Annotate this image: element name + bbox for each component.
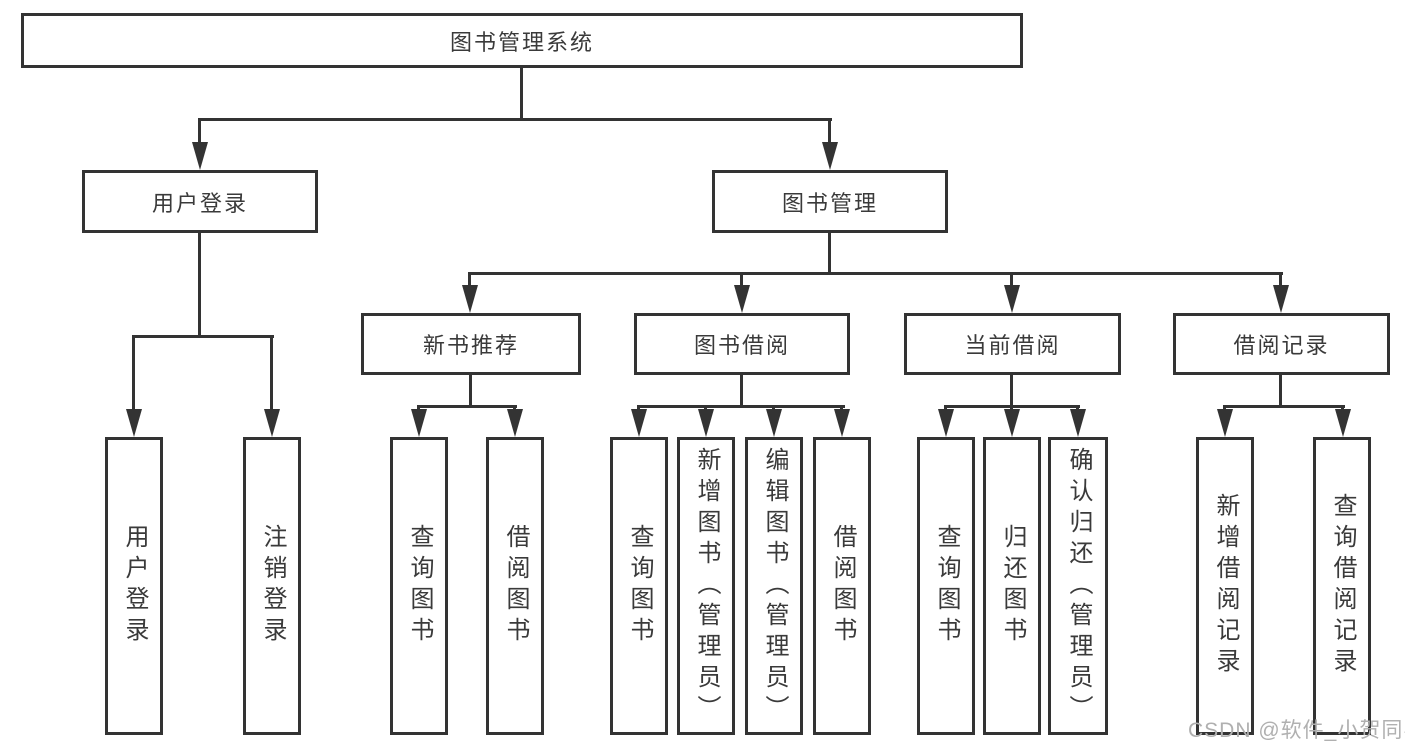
node-current-borrow: 当前借阅 <box>904 313 1121 375</box>
connector-drop <box>1279 272 1282 290</box>
arrow-down-icon <box>1070 409 1086 437</box>
arrow-down-icon <box>834 409 850 437</box>
connector-drop-book <box>828 118 831 146</box>
node-root-library-system: 图书管理系统 <box>21 13 1023 68</box>
leaf-confirm-return-admin: 确认归还（管理员） <box>1048 437 1108 735</box>
arrow-down-icon <box>192 142 208 170</box>
connector-stem <box>469 375 472 407</box>
arrow-down-icon <box>1004 409 1020 437</box>
connector-drop <box>740 272 743 290</box>
connector-user-stem <box>198 233 201 337</box>
arrow-down-icon <box>126 409 142 437</box>
arrow-down-icon <box>1273 285 1289 313</box>
connector-drop <box>468 272 471 290</box>
arrow-down-icon <box>734 285 750 313</box>
arrow-down-icon <box>766 409 782 437</box>
connector-branch <box>417 405 517 408</box>
connector-drop <box>1010 272 1013 290</box>
leaf-edit-book-admin: 编辑图书（管理员） <box>745 437 803 735</box>
leaf-query-book-2: 查询图书 <box>610 437 668 735</box>
connector-book-stem <box>828 233 831 274</box>
leaf-add-book-admin: 新增图书（管理员） <box>677 437 735 735</box>
leaf-add-borrow-record: 新增借阅记录 <box>1196 437 1254 735</box>
node-user-login-group: 用户登录 <box>82 170 318 233</box>
leaf-logout: 注销登录 <box>243 437 301 735</box>
arrow-down-icon <box>1217 409 1233 437</box>
connector-stem <box>1010 375 1013 407</box>
leaf-borrow-book-2: 借阅图书 <box>813 437 871 735</box>
arrow-down-icon <box>411 409 427 437</box>
arrow-down-icon <box>938 409 954 437</box>
arrow-down-icon <box>1004 285 1020 313</box>
connector-stem <box>740 375 743 407</box>
leaf-user-login: 用户登录 <box>105 437 163 735</box>
csdn-watermark: CSDN @软件_小贺同学 <box>1188 719 1405 742</box>
leaf-query-book-1: 查询图书 <box>390 437 448 735</box>
connector-stem <box>1279 375 1282 407</box>
arrow-down-icon <box>507 409 523 437</box>
arrow-down-icon <box>462 285 478 313</box>
node-book-management: 图书管理 <box>712 170 948 233</box>
connector-drop <box>270 335 273 411</box>
connector-root-branch <box>198 118 832 121</box>
arrow-down-icon <box>698 409 714 437</box>
arrow-down-icon <box>1335 409 1351 437</box>
connector-drop-user <box>198 118 201 146</box>
node-new-book-recommend: 新书推荐 <box>361 313 581 375</box>
leaf-query-book-3: 查询图书 <box>917 437 975 735</box>
node-book-borrow: 图书借阅 <box>634 313 850 375</box>
node-borrow-records: 借阅记录 <box>1173 313 1390 375</box>
arrow-down-icon <box>822 142 838 170</box>
connector-book-branch <box>468 272 1283 275</box>
connector-root-stem <box>520 68 523 120</box>
leaf-return-book: 归还图书 <box>983 437 1041 735</box>
arrow-down-icon <box>264 409 280 437</box>
connector-branch <box>637 405 845 408</box>
connector-drop <box>132 335 135 411</box>
arrow-down-icon <box>631 409 647 437</box>
leaf-query-borrow-record: 查询借阅记录 <box>1313 437 1371 735</box>
leaf-borrow-book-1: 借阅图书 <box>486 437 544 735</box>
connector-branch <box>1223 405 1345 408</box>
connector-user-branch <box>132 335 274 338</box>
